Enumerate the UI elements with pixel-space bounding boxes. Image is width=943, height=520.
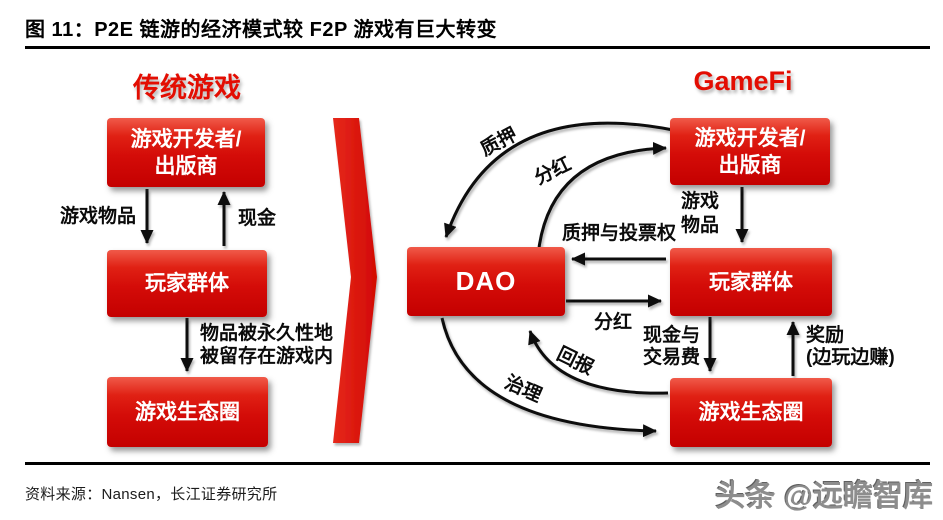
- label-trad-cash: 现金: [238, 208, 277, 229]
- label-gamefi-cash-fees-line1: 现金与: [643, 325, 701, 346]
- box-gamefi-developer-publisher: 游戏开发者/ 出版商: [670, 118, 830, 185]
- box-gamefi-ecosystem: 游戏生态圈: [670, 378, 832, 447]
- label-gamefi-game-items: 游戏 物品: [681, 190, 719, 238]
- label-gamefi-returns: 回报: [553, 343, 597, 380]
- curve-governance-to-ecosystem: [440, 317, 657, 438]
- box-trad-players: 玩家群体: [107, 250, 267, 317]
- source-note: 资料来源：Nansen，长江证券研究所: [25, 486, 278, 503]
- label-gamefi-dividend-curve: 分红: [531, 153, 575, 190]
- box-gamefi-players: 玩家群体: [670, 248, 832, 316]
- label-trad-items-locked: 物品被永久性地 被留存在游戏内: [200, 322, 333, 368]
- heading-gamefi: GameFi: [693, 66, 793, 96]
- box-trad-ecosystem: 游戏生态圈: [107, 377, 268, 447]
- box-gamefi-players-label: 玩家群体: [709, 270, 793, 294]
- box-gamefi-developer-line1: 游戏开发者/: [694, 126, 806, 150]
- label-gamefi-reward-line1: 奖励: [806, 325, 845, 346]
- label-trad-items-locked-line2: 被留存在游戏内: [200, 346, 334, 367]
- box-gamefi-developer-line2: 出版商: [718, 153, 782, 177]
- box-gamefi-dao: DAO: [407, 247, 565, 316]
- heading-traditional-games: 传统游戏: [133, 73, 241, 103]
- label-gamefi-game-items-line1: 游戏: [681, 191, 720, 212]
- bottom-rule: [25, 462, 930, 465]
- box-gamefi-ecosystem-label: 游戏生态圈: [698, 401, 804, 424]
- label-gamefi-stake: 质押: [477, 124, 521, 161]
- label-gamefi-cash-fees-line2: 交易费: [643, 347, 701, 368]
- box-trad-developer-publisher: 游戏开发者/ 出版商: [107, 118, 265, 187]
- label-gamefi-reward-line2: (边玩边赚): [806, 347, 895, 368]
- transition-chevron-icon: [333, 118, 377, 443]
- label-gamefi-governance: 治理: [501, 372, 545, 407]
- watermark-toutiao-yuanzhan: 头条 @远瞻智库: [715, 480, 933, 513]
- box-trad-developer-line2: 出版商: [154, 154, 218, 178]
- label-gamefi-game-items-line2: 物品: [681, 215, 720, 236]
- label-gamefi-stake-and-voting: 质押与投票权: [562, 223, 677, 244]
- label-gamefi-dividend: 分红: [594, 312, 633, 333]
- top-rule: [25, 46, 930, 49]
- box-gamefi-dao-label: DAO: [455, 266, 517, 296]
- label-gamefi-reward: 奖励 (边玩边赚): [806, 325, 895, 369]
- box-trad-ecosystem-label: 游戏生态圈: [135, 400, 240, 424]
- label-gamefi-cash-fees: 现金与 交易费: [643, 325, 700, 369]
- box-trad-developer-line1: 游戏开发者/: [130, 127, 242, 151]
- label-trad-game-items: 游戏物品: [60, 206, 137, 227]
- label-trad-items-locked-line1: 物品被永久性地: [200, 323, 334, 344]
- figure-title: 图 11：P2E 链游的经济模式较 F2P 游戏有巨大转变: [25, 19, 497, 41]
- box-trad-players-label: 玩家群体: [145, 272, 229, 295]
